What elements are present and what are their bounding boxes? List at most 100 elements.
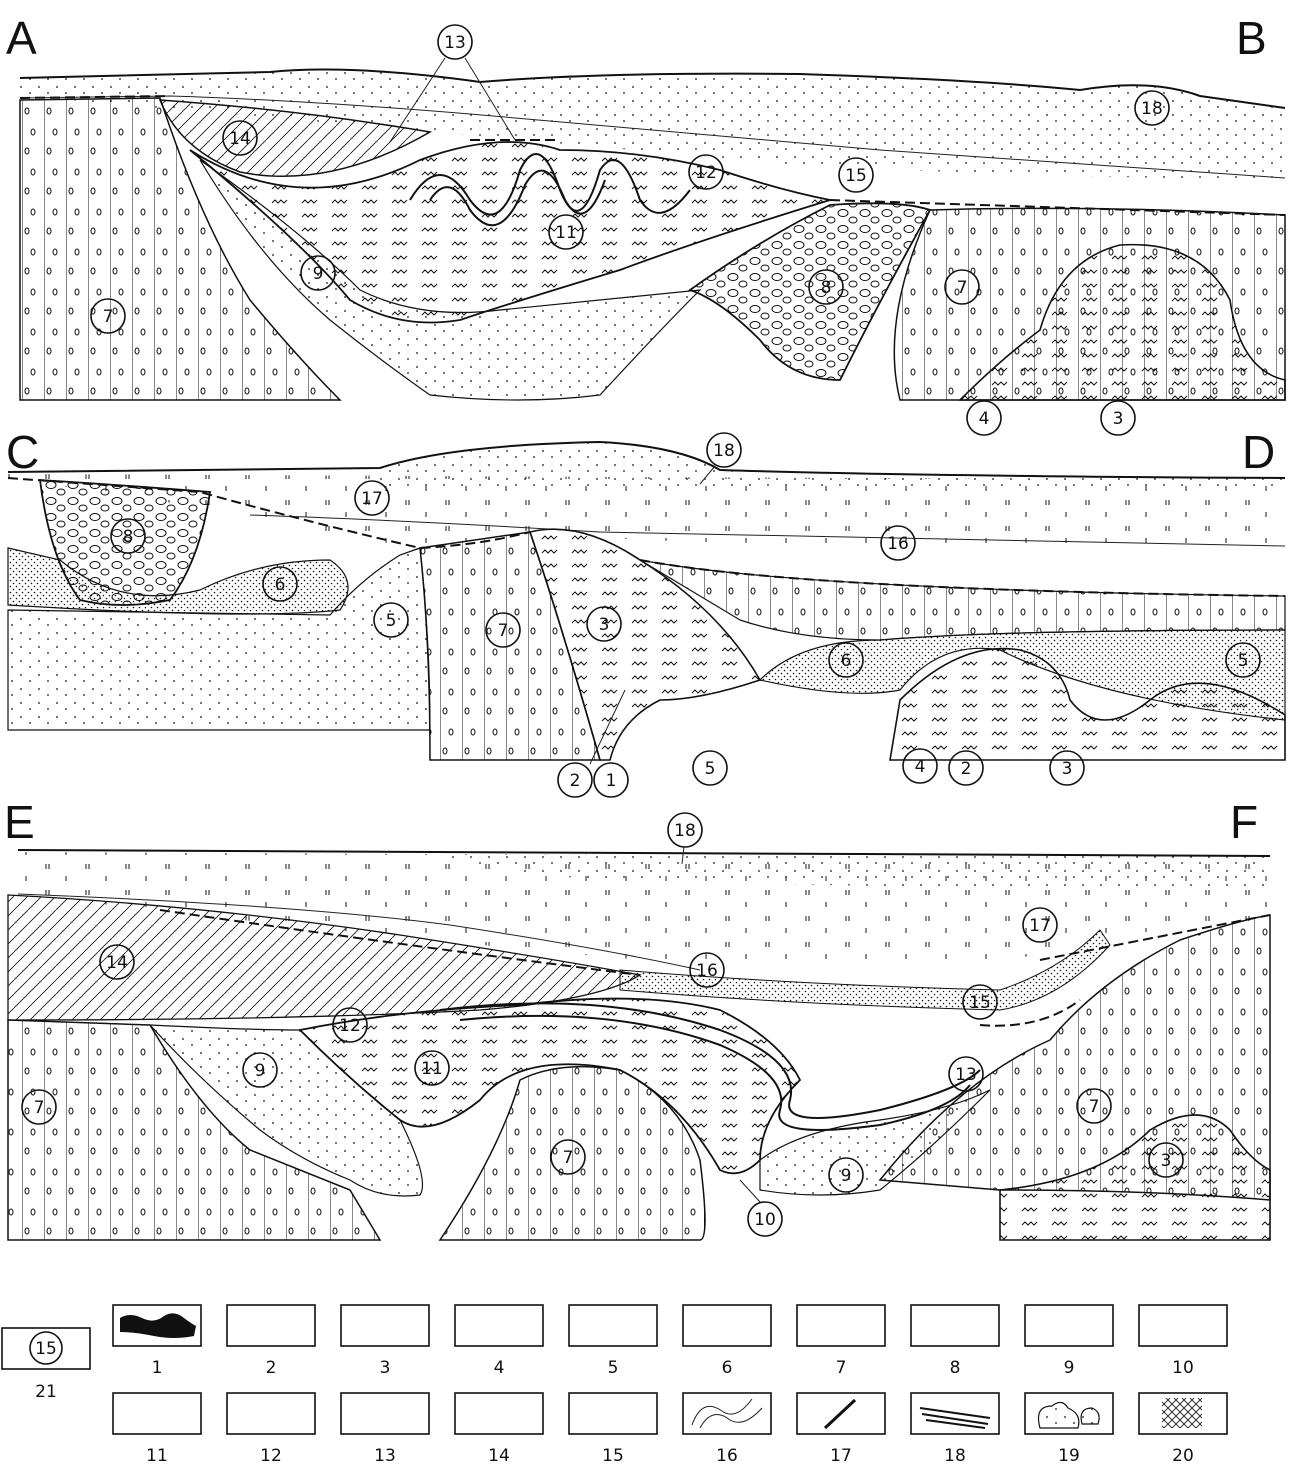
svg-text:7: 7 bbox=[563, 1148, 574, 1168]
legend-number: 7 bbox=[836, 1358, 847, 1378]
unit-label: 2 bbox=[558, 763, 592, 797]
unit-label: 18 bbox=[707, 433, 741, 467]
legend-swatch-12 bbox=[227, 1393, 315, 1434]
legend-numbers: 1 2 3 4 5 6 7 8 9 10 11 12 13 14 15 16 1… bbox=[146, 1358, 1194, 1466]
legend-swatch-13 bbox=[341, 1393, 429, 1434]
svg-text:12: 12 bbox=[339, 1016, 361, 1036]
svg-text:3: 3 bbox=[1161, 1151, 1172, 1171]
section-start-label: E bbox=[4, 796, 35, 848]
section-start-label: A bbox=[6, 12, 37, 64]
section-end-label: B bbox=[1236, 12, 1267, 64]
unit-label: 13 bbox=[438, 25, 472, 59]
svg-text:15: 15 bbox=[845, 166, 867, 186]
section-cd: C D 18 17 8 16 6 5 7 3 6 5 bbox=[6, 426, 1285, 797]
section-ef: E F 18 17 14 16 15 12 9 bbox=[4, 796, 1270, 1240]
svg-text:17: 17 bbox=[1029, 916, 1051, 936]
legend-number: 16 bbox=[716, 1446, 738, 1466]
svg-text:7: 7 bbox=[957, 278, 968, 298]
svg-text:18: 18 bbox=[674, 821, 696, 841]
svg-text:3: 3 bbox=[1113, 409, 1124, 429]
legend-number: 3 bbox=[380, 1358, 391, 1378]
legend-item-21: 15 21 bbox=[2, 1328, 90, 1402]
legend-number: 17 bbox=[830, 1446, 852, 1466]
svg-text:5: 5 bbox=[1238, 651, 1249, 671]
unit-label: 4 bbox=[967, 401, 1001, 435]
svg-text:8: 8 bbox=[821, 278, 832, 298]
unit-label: 5 bbox=[693, 751, 727, 785]
unit-label: 1 bbox=[594, 763, 628, 797]
svg-text:9: 9 bbox=[841, 1166, 852, 1186]
svg-text:18: 18 bbox=[713, 441, 735, 461]
legend-swatch-6 bbox=[683, 1305, 771, 1346]
legend-swatch-16-fill bbox=[692, 1399, 762, 1428]
svg-text:6: 6 bbox=[841, 651, 852, 671]
section-end-label: F bbox=[1230, 796, 1258, 848]
svg-text:12: 12 bbox=[695, 163, 717, 183]
legend-number: 19 bbox=[1058, 1446, 1080, 1466]
svg-text:13: 13 bbox=[955, 1065, 977, 1085]
svg-text:11: 11 bbox=[421, 1059, 443, 1079]
legend-swatch-10 bbox=[1139, 1305, 1227, 1346]
svg-text:7: 7 bbox=[498, 621, 509, 641]
legend-swatch-9 bbox=[1025, 1305, 1113, 1346]
svg-text:7: 7 bbox=[34, 1098, 45, 1118]
legend-number: 14 bbox=[488, 1446, 510, 1466]
legend-number: 21 bbox=[35, 1382, 57, 1402]
legend-symbol-text: 15 bbox=[35, 1339, 57, 1359]
section-start-label: C bbox=[6, 426, 39, 478]
legend-number: 4 bbox=[494, 1358, 505, 1378]
legend-number: 2 bbox=[266, 1358, 277, 1378]
svg-text:5: 5 bbox=[386, 611, 397, 631]
legend-swatch-4 bbox=[455, 1305, 543, 1346]
svg-text:7: 7 bbox=[1089, 1097, 1100, 1117]
legend-swatch-7 bbox=[797, 1305, 885, 1346]
legend: 15 21 1 2 3 bbox=[2, 1305, 1227, 1466]
svg-text:18: 18 bbox=[1141, 99, 1163, 119]
legend-swatch-8 bbox=[911, 1305, 999, 1346]
svg-text:13: 13 bbox=[444, 33, 466, 53]
legend-number: 11 bbox=[146, 1446, 168, 1466]
legend-number: 13 bbox=[374, 1446, 396, 1466]
svg-text:4: 4 bbox=[915, 757, 926, 777]
legend-swatch-2 bbox=[227, 1305, 315, 1346]
unit-label: 13 bbox=[949, 1057, 983, 1091]
svg-text:3: 3 bbox=[1062, 759, 1073, 779]
svg-text:14: 14 bbox=[229, 129, 251, 149]
unit-label: 10 bbox=[748, 1202, 782, 1236]
svg-text:15: 15 bbox=[969, 993, 991, 1013]
legend-number: 18 bbox=[944, 1446, 966, 1466]
svg-text:17: 17 bbox=[361, 489, 383, 509]
svg-text:3: 3 bbox=[599, 615, 610, 635]
legend-swatch-5 bbox=[569, 1305, 657, 1346]
svg-text:16: 16 bbox=[887, 534, 909, 554]
svg-text:10: 10 bbox=[754, 1210, 776, 1230]
legend-swatch-11 bbox=[113, 1393, 201, 1434]
legend-swatch-1-fill bbox=[120, 1313, 196, 1338]
svg-text:6: 6 bbox=[275, 575, 286, 595]
legend-swatch-18-fill bbox=[920, 1408, 990, 1428]
svg-text:2: 2 bbox=[570, 771, 581, 791]
svg-text:4: 4 bbox=[979, 409, 990, 429]
legend-swatch-20-fill bbox=[1162, 1398, 1202, 1428]
section-end-label: D bbox=[1242, 426, 1275, 478]
leader-line bbox=[740, 1180, 760, 1202]
legend-number: 5 bbox=[608, 1358, 619, 1378]
unit-label: 18 bbox=[668, 813, 702, 847]
legend-swatch-15 bbox=[569, 1393, 657, 1434]
legend-swatch-14 bbox=[455, 1393, 543, 1434]
legend-number: 6 bbox=[722, 1358, 733, 1378]
svg-text:1: 1 bbox=[606, 771, 617, 791]
svg-text:8: 8 bbox=[123, 527, 134, 547]
legend-number: 1 bbox=[152, 1358, 163, 1378]
svg-text:16: 16 bbox=[696, 961, 718, 981]
legend-swatch-3 bbox=[341, 1305, 429, 1346]
svg-text:9: 9 bbox=[313, 264, 324, 284]
legend-swatch-19-fill bbox=[1039, 1402, 1100, 1428]
legend-number: 12 bbox=[260, 1446, 282, 1466]
legend-swatch-17-fill bbox=[825, 1400, 855, 1428]
svg-text:2: 2 bbox=[961, 759, 972, 779]
svg-text:7: 7 bbox=[103, 307, 114, 327]
section-ab: A B 13 14 12 15 18 11 9 bbox=[6, 12, 1285, 435]
legend-number: 15 bbox=[602, 1446, 624, 1466]
